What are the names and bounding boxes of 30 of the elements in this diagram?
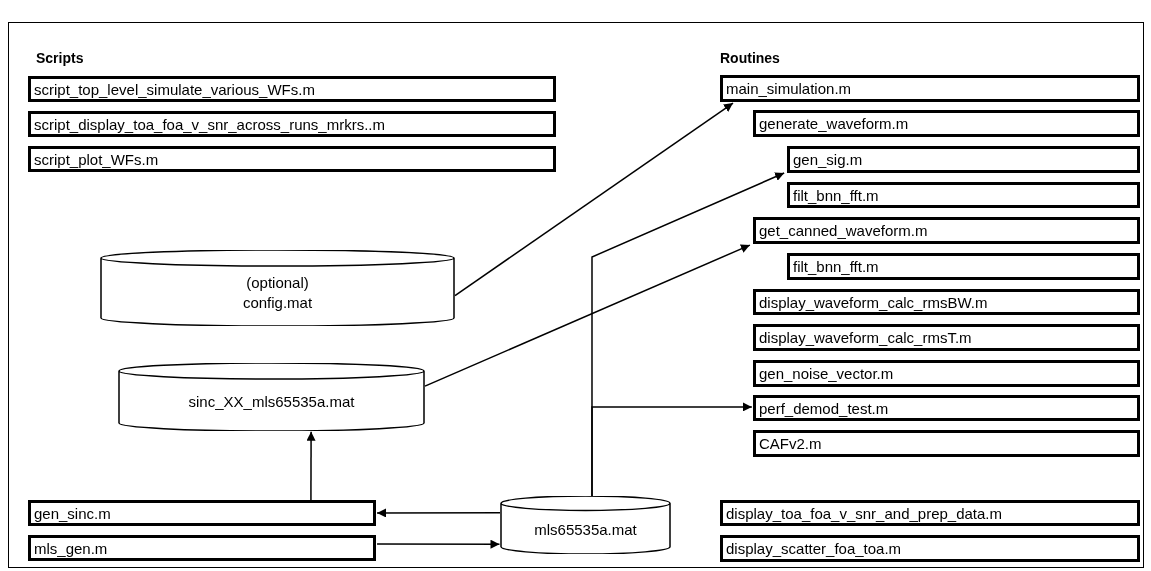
file-box: gen_sinc.m [28,500,376,526]
data-file-cylinder [500,496,671,554]
file-name: sinc_XX_mls65535a.mat [188,392,355,412]
file-box: mls_gen.m [28,535,376,561]
arrow [376,539,501,549]
file-box: get_canned_waveform.m [753,217,1140,244]
arrow [454,102,734,297]
file-box: display_waveform_calc_rmsBW.m [753,289,1140,315]
file-box: generate_waveform.m [753,110,1140,137]
file-box: perf_demod_test.m [753,395,1140,421]
file-name: mls65535a.mat [534,520,637,540]
file-box: script_top_level_simulate_various_WFs.m [28,76,556,102]
file-box: display_scatter_foa_toa.m [720,535,1140,562]
file-name: (optional) config.mat [241,273,314,313]
file-box: filt_bnn_fft.m [787,182,1140,208]
arrow [306,430,316,501]
file-box: script_plot_WFs.m [28,146,556,172]
file-box: main_simulation.m [720,75,1140,102]
file-box: display_toa_foa_v_snr_and_prep_data.m [720,500,1140,526]
file-box: filt_bnn_fft.m [787,253,1140,280]
data-file-cylinder [118,363,425,431]
arrow [591,402,753,497]
file-box: CAFv2.m [753,430,1140,457]
file-box: script_display_toa_foa_v_snr_across_runs_mrkrs..m [28,111,556,137]
file-box: gen_noise_vector.m [753,360,1140,387]
data-file-cylinder [100,250,455,326]
arrow [376,508,501,518]
arrow [424,244,751,387]
file-box: display_waveform_calc_rmsT.m [753,324,1140,351]
file-box: gen_sig.m [787,146,1140,173]
